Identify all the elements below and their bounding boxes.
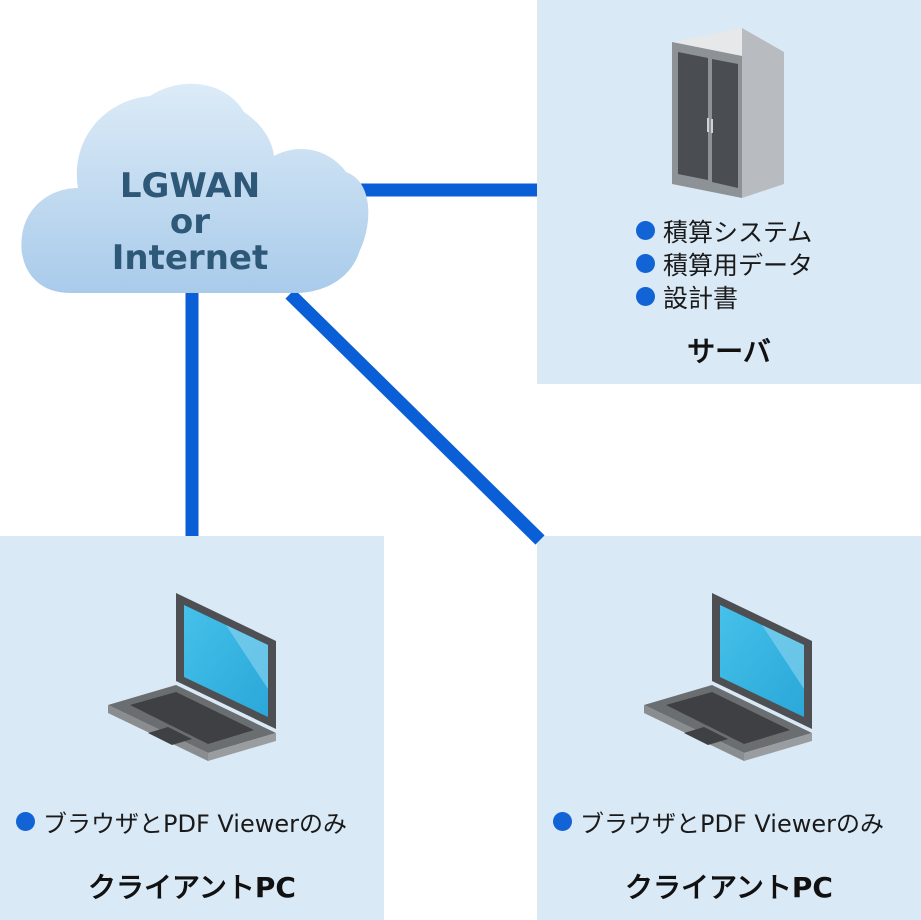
- server-item: 積算システム: [636, 214, 813, 247]
- laptop-icon-right: [644, 593, 812, 761]
- server-item-label: 積算システム: [663, 217, 813, 247]
- bullet-dot-icon: [553, 812, 572, 831]
- link-cloud-client-right: [285, 289, 545, 545]
- bullet-dot-icon: [16, 812, 35, 831]
- server-item: 設計書: [636, 280, 813, 313]
- client-note-label: ブラウザとPDF Viewerのみ: [580, 810, 884, 838]
- server-item-label: 積算用データ: [663, 250, 814, 280]
- cloud-icon: [21, 83, 369, 293]
- client-title-right: クライアントPC: [625, 871, 833, 904]
- bullet-dot-icon: [636, 221, 655, 240]
- cloud-label: LGWAN or Internet: [60, 168, 320, 276]
- client-note-left: ブラウザとPDF Viewerのみ: [16, 804, 347, 839]
- client-note-label: ブラウザとPDF Viewerのみ: [43, 810, 347, 838]
- server-title: サーバ: [687, 335, 771, 368]
- server-item-list: 積算システム 積算用データ 設計書: [636, 214, 813, 313]
- client-title-left: クライアントPC: [88, 871, 296, 904]
- cloud-label-line: LGWAN: [119, 166, 261, 206]
- cloud-label-line: Internet: [111, 238, 269, 278]
- bullet-dot-icon: [636, 287, 655, 306]
- server-item: 積算用データ: [636, 247, 813, 280]
- server-item-label: 設計書: [663, 283, 739, 313]
- cloud-label-line: or: [169, 202, 211, 242]
- bullet-dot-icon: [636, 254, 655, 273]
- laptop-icon-left: [108, 593, 276, 761]
- server-rack-icon: [672, 28, 784, 198]
- client-note-right: ブラウザとPDF Viewerのみ: [553, 804, 884, 839]
